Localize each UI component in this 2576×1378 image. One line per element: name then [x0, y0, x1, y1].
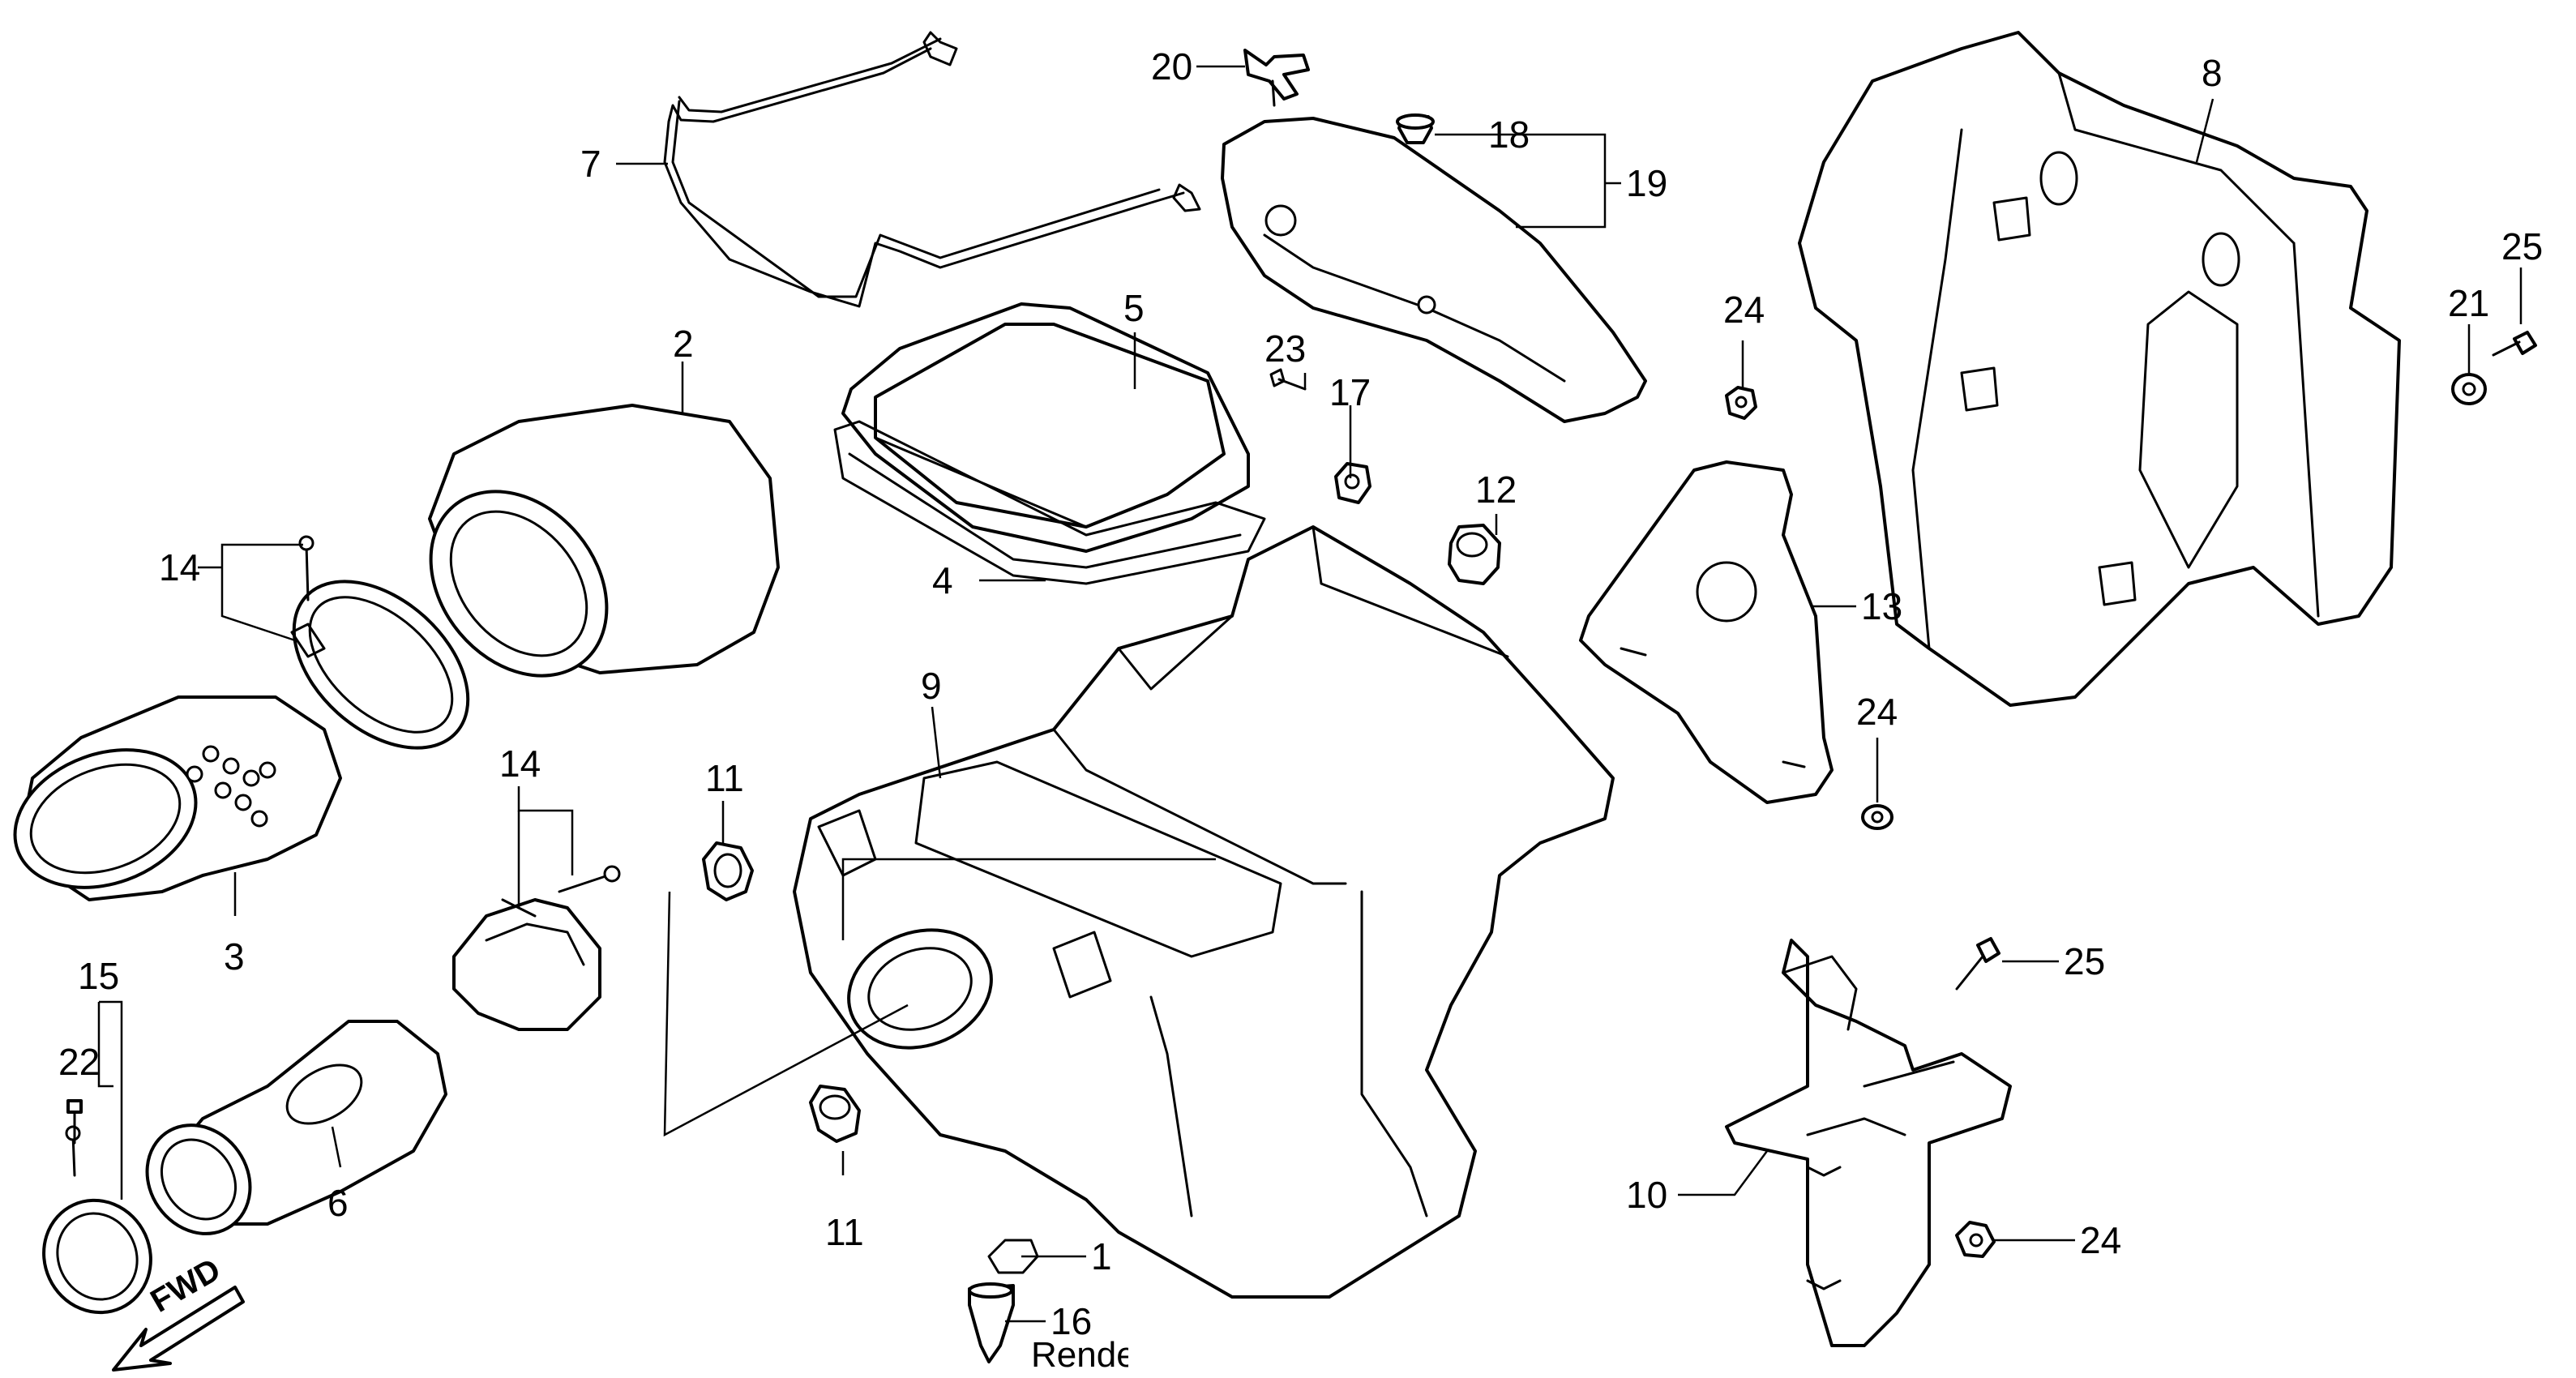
- part-25-upper-bolt: [2492, 331, 2537, 357]
- callout-numbers: 1 2 3 4 5 6 7 8 9 10 11 11 12 13 14 14 1…: [58, 45, 2543, 1342]
- callout-5: 5: [1123, 287, 1145, 329]
- callout-4: 4: [932, 559, 953, 601]
- part-7-wire-clip: [663, 31, 1201, 308]
- part-23-screw: [1269, 368, 1307, 391]
- part-15-band: [42, 1125, 152, 1315]
- callout-14b: 14: [499, 742, 541, 785]
- part-24-nut-middle: [1861, 804, 1893, 830]
- part-3-inlet-duct: [13, 695, 342, 901]
- part-8-shroud: [1798, 31, 2401, 707]
- part-18-grommet: [1396, 113, 1435, 144]
- part-19-cover-plate: [1221, 117, 1647, 423]
- callout-2: 2: [673, 323, 694, 365]
- watermark-clip: Rende: [1031, 1335, 1136, 1375]
- leader-lines: [97, 65, 2523, 1323]
- callout-11a: 11: [705, 757, 744, 799]
- callout-24c: 24: [2080, 1219, 2121, 1261]
- part-20-wing-bolt: [1243, 49, 1310, 107]
- callout-18: 18: [1488, 113, 1530, 156]
- part-22-screw: [66, 1099, 83, 1145]
- part-12-grommet: [1448, 524, 1501, 585]
- callout-24b: 24: [1856, 691, 1898, 733]
- watermark-text: Rende: [1031, 1335, 1136, 1375]
- callout-9: 9: [921, 665, 942, 707]
- callout-25a: 25: [2501, 225, 2543, 267]
- callout-23: 23: [1264, 327, 1306, 370]
- callout-12: 12: [1475, 469, 1517, 511]
- callout-16: 16: [1051, 1300, 1092, 1342]
- callout-13: 13: [1861, 585, 1902, 627]
- callout-8: 8: [2202, 52, 2223, 94]
- arrow-fwd-icon: [112, 1286, 245, 1372]
- part-10-lower-bracket: [1725, 939, 2012, 1347]
- callout-21: 21: [2448, 282, 2489, 324]
- callout-6: 6: [327, 1182, 349, 1224]
- part-2-air-filter: [428, 404, 780, 678]
- callout-10: 10: [1626, 1174, 1667, 1216]
- part-13-bracket: [1579, 460, 1834, 804]
- callout-14a: 14: [159, 546, 200, 588]
- part-14-upper-band: [290, 535, 470, 750]
- part-24-nut-lower: [1955, 1221, 1996, 1258]
- callout-3: 3: [224, 935, 245, 978]
- callout-11b: 11: [825, 1211, 864, 1253]
- callout-7: 7: [580, 143, 601, 185]
- part-4-gasket: [833, 420, 1266, 585]
- part-17-grommet: [1334, 462, 1371, 504]
- callout-22: 22: [58, 1041, 100, 1083]
- part-6-connecting-tube: [145, 1020, 447, 1235]
- part-9-air-cleaner-case: [793, 525, 1615, 1299]
- part-14-lower-band: [452, 865, 621, 1031]
- callout-17: 17: [1329, 371, 1371, 413]
- callout-24a: 24: [1723, 289, 1765, 331]
- callout-19: 19: [1626, 162, 1667, 204]
- part-24-nut-upper: [1725, 386, 1757, 420]
- part-25-lower-bolt: [1955, 937, 2000, 991]
- part-11-lower-damper: [809, 1085, 861, 1143]
- part-16-drain-plug: [968, 1282, 1015, 1363]
- callout-1: 1: [1091, 1235, 1112, 1277]
- part-5-element-cover: [841, 302, 1250, 553]
- callout-20: 20: [1151, 45, 1192, 88]
- part-21-washer: [2451, 373, 2487, 405]
- callout-15: 15: [78, 955, 119, 997]
- part-11-upper-damper: [702, 841, 754, 901]
- callout-25b: 25: [2064, 940, 2105, 982]
